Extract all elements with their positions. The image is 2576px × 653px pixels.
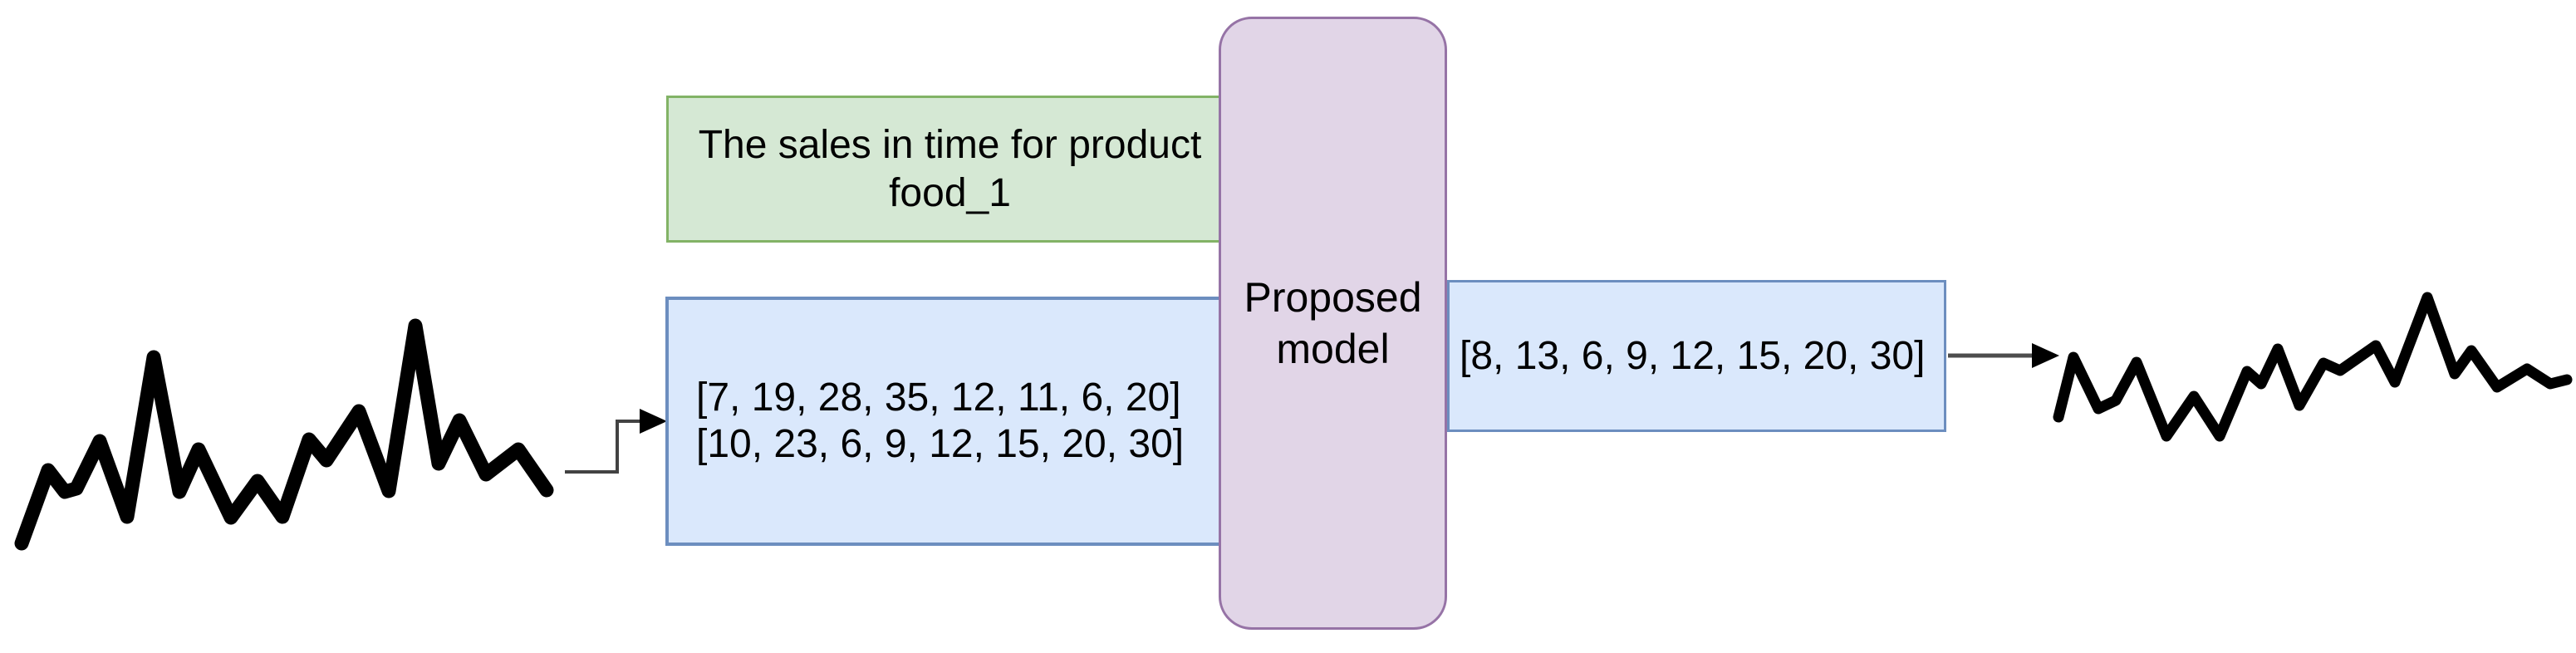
sales-description-box: The sales in time for product food_1 xyxy=(666,96,1234,243)
input-connector-arrowhead-icon xyxy=(640,409,667,434)
proposed-model-label-line1: Proposed xyxy=(1244,274,1422,321)
sales-description-line1: The sales in time for product xyxy=(698,122,1202,167)
sales-description-line2: food_1 xyxy=(889,170,1011,215)
output-connector-arrowhead-icon xyxy=(2032,343,2059,368)
proposed-model-label-line2: model xyxy=(1276,326,1390,372)
input-array-2: [10, 23, 6, 9, 12, 15, 20, 30] xyxy=(696,422,1185,466)
input-array-1: [7, 19, 28, 35, 12, 11, 6, 20] xyxy=(696,376,1181,420)
input-connector-line xyxy=(565,420,658,474)
output-timeseries-sparkline xyxy=(2053,292,2573,442)
output-array: [8, 13, 6, 9, 12, 15, 20, 30] xyxy=(1460,333,1926,378)
output-array-box: [8, 13, 6, 9, 12, 15, 20, 30] xyxy=(1447,280,1946,432)
input-timeseries-sparkline xyxy=(14,318,554,551)
input-arrays-box: [7, 19, 28, 35, 12, 11, 6, 20] [10, 23, … xyxy=(665,297,1234,546)
proposed-model-box: Proposed model xyxy=(1219,17,1447,630)
